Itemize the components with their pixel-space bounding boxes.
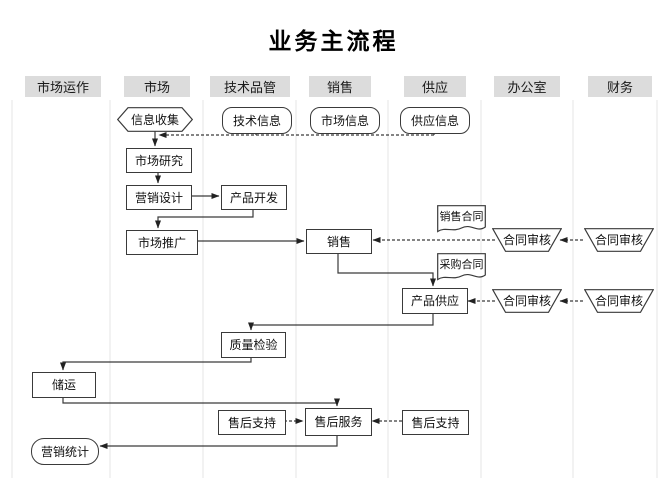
node-supply-info: 供应信息 — [400, 107, 470, 134]
node-marketing-stats: 营销统计 — [31, 438, 99, 465]
arrow-sales-to-productsupply — [337, 252, 436, 287]
node-product-dev: 产品开发 — [221, 185, 287, 210]
node-contract-review-finance-2: 合同审核 — [584, 289, 654, 313]
lane-header-supply: 供应 — [404, 76, 466, 97]
node-market-promotion: 市场推广 — [126, 230, 198, 255]
arrow-quality-to-storage — [60, 356, 252, 371]
swimlane-lines — [11, 100, 658, 478]
arrow-productsupply-to-quality — [248, 312, 434, 331]
node-quality-inspection: 质量检验 — [221, 332, 286, 358]
node-purchase-contract: 采购合同 — [437, 253, 486, 283]
node-storage-transport: 储运 — [32, 372, 96, 398]
node-product-supply: 产品供应 — [402, 288, 468, 314]
arrow-productdev-to-promotion — [155, 208, 254, 229]
node-contract-review-finance-1: 合同审核 — [584, 228, 654, 252]
lane-header-market-operation: 市场运作 — [25, 76, 101, 97]
node-contract-review-office-1: 合同审核 — [492, 228, 562, 252]
node-market-info: 市场信息 — [310, 107, 380, 134]
page-title: 业务主流程 — [268, 29, 399, 54]
node-tech-info: 技术信息 — [222, 107, 292, 134]
node-aftersales-support-tech: 售后支持 — [218, 410, 286, 435]
lane-header-office: 办公室 — [494, 76, 560, 97]
lane-header-finance: 财务 — [588, 76, 652, 97]
node-marketing-design: 营销设计 — [126, 185, 192, 210]
arrow-service-to-stats — [99, 434, 338, 449]
lane-header-market: 市场 — [124, 76, 190, 97]
node-sales: 销售 — [306, 229, 372, 254]
arrow-storage-to-service — [62, 396, 340, 407]
node-aftersales-support-supply: 售后支持 — [402, 410, 469, 435]
node-contract-review-office-2: 合同审核 — [492, 289, 562, 313]
node-aftersales-service: 售后服务 — [305, 408, 372, 436]
lane-header-sales: 销售 — [309, 76, 371, 97]
node-info-collect: 信息收集 — [117, 107, 193, 132]
node-sales-contract: 销售合同 — [437, 205, 486, 235]
lane-header-tech-quality: 技术品管 — [210, 76, 290, 97]
node-market-research: 市场研究 — [126, 148, 192, 173]
